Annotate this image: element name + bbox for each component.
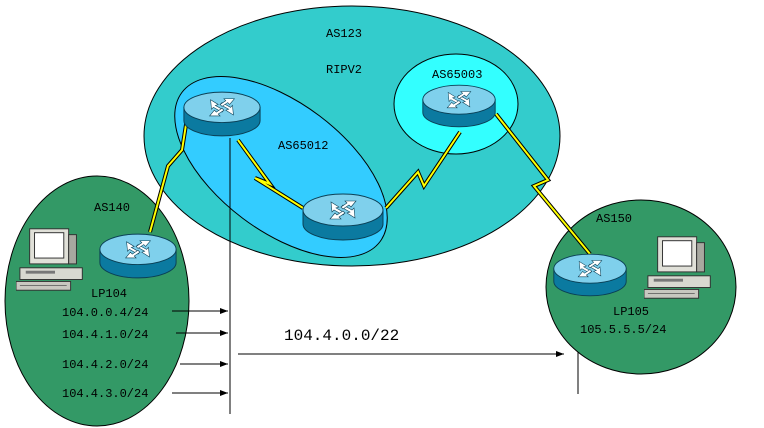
router-icon — [183, 91, 261, 137]
serial-link-icon — [237, 139, 304, 209]
router-icon — [422, 84, 496, 128]
ripv2-label: RIPV2 — [326, 63, 363, 77]
prefix-label: 104.4.3.0/24 — [62, 387, 149, 401]
as140-label: AS140 — [94, 201, 131, 215]
serial-link-icon — [495, 113, 591, 255]
right-prefix-label: 105.5.5.5/24 — [580, 323, 667, 337]
summary-prefix-label: 104.4.0.0/22 — [284, 327, 400, 345]
as123-label: AS123 — [326, 27, 363, 41]
serial-link-icon — [149, 111, 189, 233]
router-icon — [99, 233, 177, 279]
lp105-label: LP105 — [613, 305, 650, 319]
router-icon — [553, 253, 627, 297]
prefix-label: 104.4.2.0/24 — [62, 358, 149, 372]
prefix-label: 104.4.1.0/24 — [62, 328, 149, 342]
as150-label: AS150 — [596, 212, 633, 226]
serial-link-icon — [385, 131, 461, 209]
as65003-label: AS65003 — [432, 68, 483, 82]
lp104-label: LP104 — [91, 287, 128, 301]
prefix-label: 104.0.0.4/24 — [62, 306, 149, 320]
router-icon — [302, 193, 384, 241]
as65012-label: AS65012 — [278, 139, 329, 153]
